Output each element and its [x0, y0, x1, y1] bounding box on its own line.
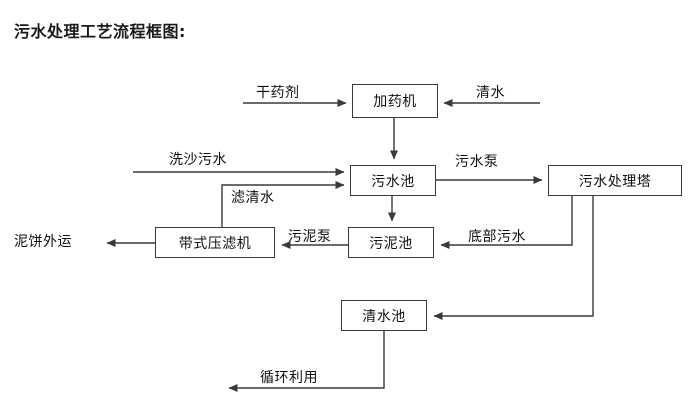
node-clear-water-pool[interactable]: 清水池 — [341, 300, 427, 331]
edge-label-dry-chemical: 干药剂 — [256, 85, 300, 101]
edge-label-sludge-pump: 污泥泵 — [288, 229, 332, 245]
node-belt-filter-press[interactable]: 带式压滤机 — [155, 227, 275, 258]
node-dosing-machine[interactable]: 加药机 — [352, 84, 438, 118]
node-label: 污水处理塔 — [578, 173, 652, 190]
node-label: 污水池 — [371, 173, 415, 190]
node-label: 清水池 — [362, 308, 406, 325]
edge-label-bottom-sewage: 底部污水 — [468, 229, 526, 245]
node-label: 带式压滤机 — [178, 235, 252, 252]
connector-clear-water-pool-to-recycle — [228, 331, 385, 392]
node-label: 污泥池 — [369, 235, 413, 252]
page-title: 污水处理工艺流程框图: — [14, 22, 186, 41]
node-label: 加药机 — [373, 94, 417, 110]
edge-label-mud-cake-out: 泥饼外运 — [14, 234, 72, 250]
node-sludge-pool[interactable]: 污泥池 — [348, 227, 434, 258]
node-treatment-tower[interactable]: 污水处理塔 — [548, 165, 682, 196]
connector-tower-to-clear-water-pool — [433, 196, 594, 320]
connector-tower-to-sludge-pool — [440, 196, 573, 249]
edge-label-sewage-pump: 污水泵 — [455, 154, 499, 170]
connector-press-to-sewage-pool — [221, 181, 345, 227]
edge-label-sand-wash-sewage: 洗沙污水 — [169, 152, 227, 168]
node-sewage-pool[interactable]: 污水池 — [350, 165, 436, 196]
edge-label-recycle-reuse: 循环利用 — [260, 370, 318, 386]
edge-label-filtered-water: 滤清水 — [231, 190, 275, 206]
edge-label-clean-water: 清水 — [476, 85, 505, 101]
